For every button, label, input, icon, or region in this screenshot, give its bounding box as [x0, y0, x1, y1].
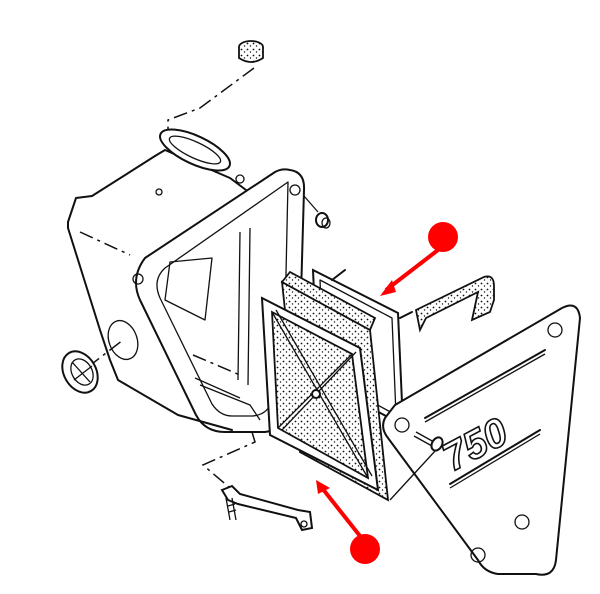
bracket-part — [201, 431, 314, 532]
cover-screw-part — [389, 431, 444, 501]
filter-element-part — [260, 296, 380, 492]
drain-cap-part — [61, 350, 99, 394]
foam-seal-part — [414, 275, 495, 333]
bushing-part — [303, 195, 331, 229]
air-box-housing — [67, 128, 306, 433]
callout-marker-top — [380, 222, 458, 296]
callout-marker-bottom — [316, 480, 380, 564]
side-cover-part: 750 — [382, 304, 582, 576]
grommet-part — [167, 40, 264, 138]
